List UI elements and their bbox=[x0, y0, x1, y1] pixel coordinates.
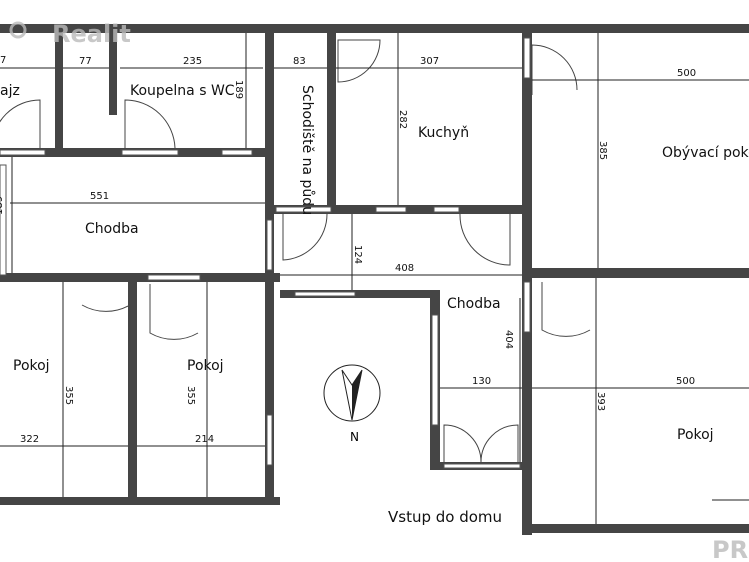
dim-7: 7 bbox=[0, 55, 6, 66]
room-label-vstup: Vstup do domu bbox=[388, 508, 502, 526]
room-label-schodiste: Schodiště na půdu bbox=[299, 85, 315, 215]
doors bbox=[0, 39, 591, 463]
room-label-spajz: ajz bbox=[0, 83, 20, 99]
dim-393: 393 bbox=[595, 392, 606, 411]
dim-83: 83 bbox=[293, 56, 306, 67]
room-label-chodba-left: Chodba bbox=[85, 221, 139, 237]
dim-189b: 189 bbox=[0, 196, 5, 215]
room-label-kuchyn: Kuchyň bbox=[418, 125, 469, 141]
dim-189a: 189 bbox=[233, 80, 244, 99]
dim-307: 307 bbox=[420, 56, 439, 67]
dim-408: 408 bbox=[395, 263, 414, 274]
dim-235: 235 bbox=[183, 56, 202, 67]
dim-500a: 500 bbox=[677, 68, 696, 79]
watermark-top-text: Realit bbox=[52, 20, 131, 48]
room-label-pokoj-right: Pokoj bbox=[677, 427, 714, 443]
dim-77: 77 bbox=[79, 56, 92, 67]
watermark-bottom-text: PRO bbox=[712, 536, 749, 562]
dim-282: 282 bbox=[397, 110, 408, 129]
compass-north-label: N bbox=[350, 429, 359, 443]
walls bbox=[0, 24, 749, 535]
dim-322: 322 bbox=[20, 434, 39, 445]
room-label-koupelna: Koupelna s WC bbox=[130, 83, 235, 99]
dim-355a: 355 bbox=[63, 386, 74, 405]
room-label-obyvaci: Obývací poko bbox=[662, 145, 749, 161]
dim-500b: 500 bbox=[676, 376, 695, 387]
dim-385: 385 bbox=[597, 141, 608, 160]
dim-214: 214 bbox=[195, 434, 214, 445]
dim-355b: 355 bbox=[185, 386, 196, 405]
watermark-logo: Realit PRO bbox=[9, 20, 749, 562]
dimension-lines bbox=[0, 33, 749, 524]
room-label-chodba-mid: Chodba bbox=[447, 296, 501, 312]
dim-551: 551 bbox=[90, 191, 109, 202]
room-label-pokoj-mid: Pokoj bbox=[187, 358, 224, 374]
compass-icon: N bbox=[323, 364, 381, 443]
dim-404: 404 bbox=[503, 330, 514, 349]
dim-130: 130 bbox=[472, 376, 491, 387]
room-label-pokoj-left: Pokoj bbox=[13, 358, 50, 374]
dim-124: 124 bbox=[352, 245, 363, 264]
